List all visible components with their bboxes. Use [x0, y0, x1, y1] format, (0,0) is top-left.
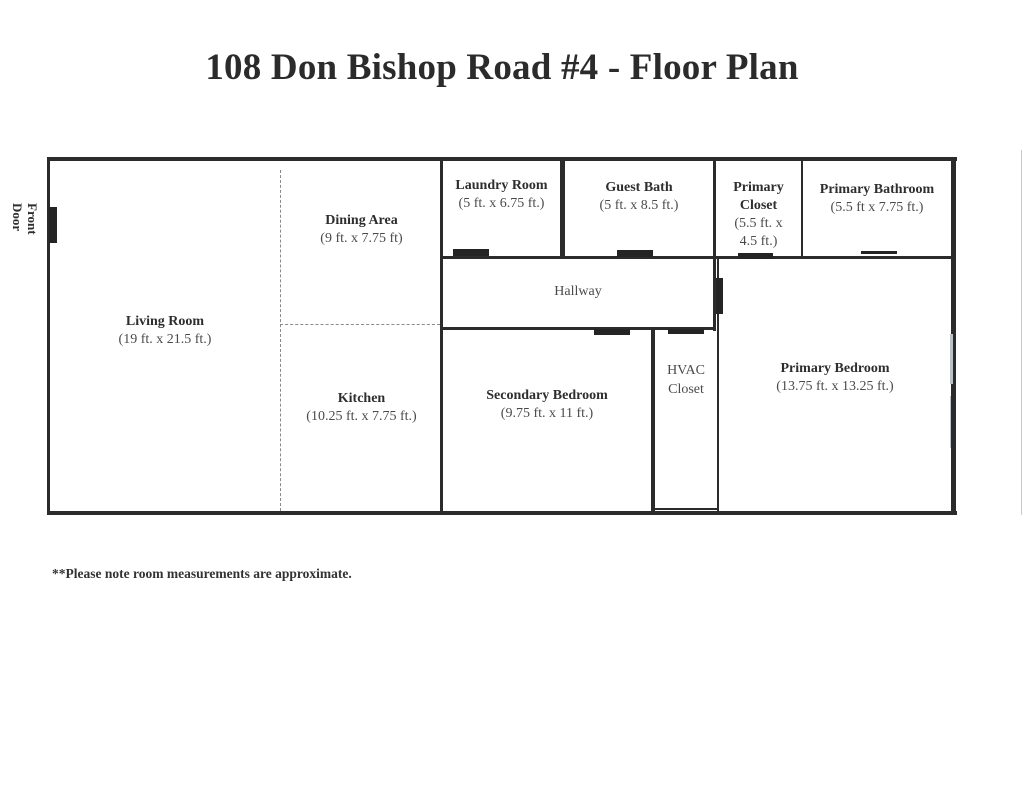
- wall-kitchen-wing: [440, 157, 443, 515]
- guest-bath-door[interactable]: [617, 250, 653, 257]
- room-name-line1: Primary: [733, 180, 784, 195]
- room-dimensions: (5 ft. x 6.75 ft.): [458, 196, 545, 211]
- room-name: Kitchen: [337, 391, 386, 406]
- front-door-label: Front Door: [10, 203, 40, 235]
- room-name: Secondary Bedroom: [486, 388, 608, 403]
- room-name: Laundry Room: [455, 178, 548, 193]
- laundry-door[interactable]: [453, 249, 489, 256]
- page-edge-line: [1021, 150, 1022, 515]
- room-name-line1: HVAC: [667, 363, 705, 378]
- footnote: **Please note room measurements are appr…: [52, 566, 352, 581]
- room-dining-area: Dining Area (9 ft. x 7.75 ft): [283, 212, 440, 248]
- outer-wall-right: [951, 157, 956, 515]
- room-name: Primary Bedroom: [780, 361, 890, 376]
- wall-top-row-bottom: [440, 256, 956, 259]
- hallway-primary-bedroom-door[interactable]: [716, 278, 723, 314]
- room-name-line2: Closet: [739, 198, 778, 213]
- wall-hvac-primary: [717, 256, 719, 515]
- room-dimensions: (10.25 ft. x 7.75 ft.): [306, 409, 417, 424]
- room-hvac-closet: HVAC Closet: [655, 361, 717, 399]
- room-laundry-room: Laundry Room (5 ft. x 6.75 ft.): [443, 177, 560, 213]
- outer-wall-bottom: [47, 511, 957, 515]
- room-dimensions: (9.75 ft. x 11 ft.): [500, 406, 594, 421]
- room-primary-bathroom: Primary Bathroom (5.5 ft x 7.75 ft.): [803, 181, 951, 217]
- room-name: Primary Bathroom: [819, 182, 935, 197]
- room-guest-bath: Guest Bath (5 ft. x 8.5 ft.): [565, 179, 713, 215]
- wall-hallway-bottom: [440, 327, 716, 330]
- wall-laundry-guest: [560, 157, 565, 258]
- room-name: Dining Area: [325, 213, 398, 228]
- hvac-bottom-line: [655, 508, 717, 510]
- primary-bathroom-door[interactable]: [861, 251, 897, 254]
- secondary-bedroom-door[interactable]: [594, 329, 630, 335]
- primary-bedroom-window-2: [950, 396, 951, 448]
- room-dimensions-line1: (5.5 ft. x: [734, 216, 783, 231]
- hvac-closet-door[interactable]: [668, 329, 704, 334]
- wall-closet-bath: [801, 157, 803, 258]
- outer-wall-left: [47, 157, 50, 515]
- primary-bedroom-window: [950, 334, 953, 384]
- room-name: Guest Bath: [605, 180, 673, 195]
- room-dimensions: (5 ft. x 8.5 ft.): [599, 198, 679, 213]
- wall-guest-closet: [713, 157, 716, 258]
- room-dimensions: (5.5 ft x 7.75 ft.): [830, 200, 924, 215]
- room-dimensions: (13.75 ft. x 13.25 ft.): [776, 379, 894, 394]
- room-dimensions-line2: 4.5 ft.): [739, 234, 778, 249]
- room-dimensions: (19 ft. x 21.5 ft.): [118, 332, 212, 347]
- room-primary-closet: Primary Closet (5.5 ft. x 4.5 ft.): [716, 179, 801, 251]
- room-dimensions: (9 ft. x 7.75 ft): [320, 231, 403, 246]
- room-secondary-bedroom: Secondary Bedroom (9.75 ft. x 11 ft.): [443, 387, 651, 423]
- wall-secondary-hvac: [651, 327, 655, 515]
- primary-closet-door[interactable]: [738, 253, 773, 259]
- dining-kitchen-divider: [280, 324, 440, 325]
- room-hallway: Hallway: [443, 282, 713, 301]
- front-door[interactable]: [49, 207, 57, 243]
- room-kitchen: Kitchen (10.25 ft. x 7.75 ft.): [283, 390, 440, 426]
- room-name-line2: Closet: [668, 382, 704, 397]
- outer-wall-top: [47, 157, 957, 161]
- living-dining-divider: [280, 170, 281, 511]
- page-title: 108 Don Bishop Road #4 - Floor Plan: [205, 47, 799, 88]
- room-name: Hallway: [554, 284, 602, 299]
- wall-hallway-right: [713, 256, 716, 331]
- room-primary-bedroom: Primary Bedroom (13.75 ft. x 13.25 ft.): [719, 360, 951, 396]
- room-name: Living Room: [125, 314, 205, 329]
- room-living-room: Living Room (19 ft. x 21.5 ft.): [50, 313, 280, 349]
